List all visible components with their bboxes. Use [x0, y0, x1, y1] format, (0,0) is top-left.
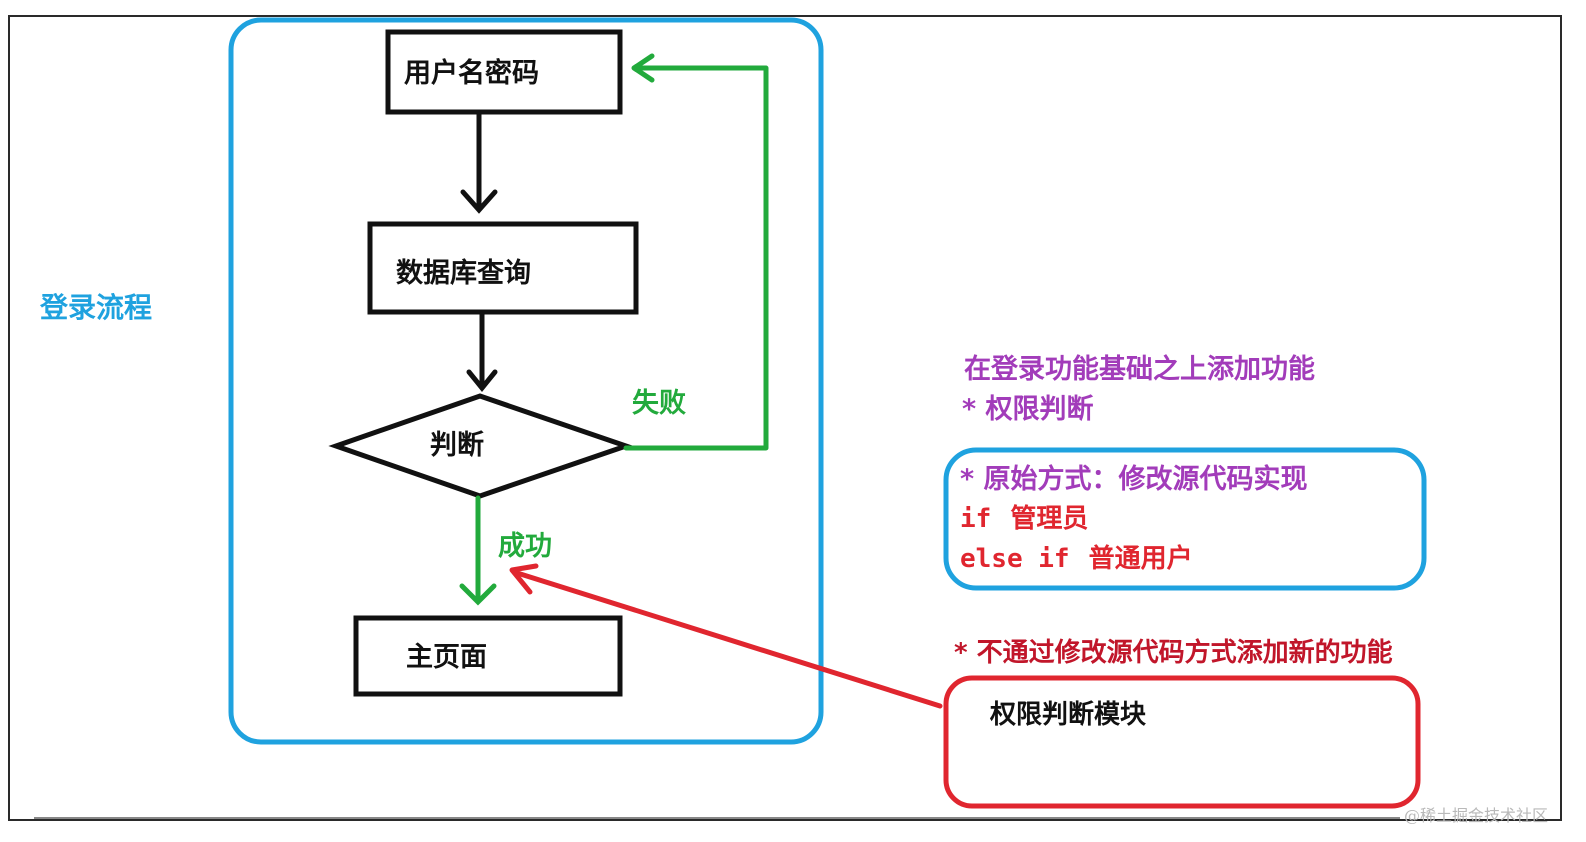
- original-approach-line2: if 管理员: [960, 506, 1088, 532]
- side-title: 登录流程: [40, 291, 153, 324]
- diagram-frame: [8, 15, 1562, 821]
- code-else-if: else if: [960, 544, 1070, 574]
- watermark: @稀土掘金技术社区: [1404, 806, 1549, 825]
- homepage-label: 主页面: [406, 642, 487, 673]
- username-password-box: [385, 29, 623, 115]
- username-password-label: 用户名密码: [404, 58, 539, 89]
- arrow-to-db-query: [460, 111, 498, 214]
- fail-loop-arrow: [623, 53, 769, 451]
- db-query-label: 数据库查询: [396, 258, 531, 289]
- arrow-to-judge: [466, 311, 498, 392]
- permission-module-label: 权限判断模块: [990, 700, 1147, 730]
- original-approach-line3: else if 普通用户: [960, 546, 1193, 572]
- module-insert-arrow: [509, 563, 943, 709]
- homepage-box: [353, 615, 623, 697]
- original-approach-box: [943, 447, 1427, 591]
- note-heading: 在登录功能基础之上添加功能: [964, 354, 1315, 385]
- fail-label: 失败: [632, 388, 686, 419]
- regular-user-text: 普通用户: [1088, 544, 1193, 574]
- judge-label: 判断: [430, 430, 484, 461]
- permission-module-box: [943, 675, 1421, 809]
- admin-text: 管理员: [1010, 504, 1089, 534]
- original-approach-line1: * 原始方式：修改源代码实现: [960, 464, 1308, 495]
- login-flow-container: [228, 17, 824, 745]
- success-arrow: [459, 495, 497, 606]
- new-way-heading: * 不通过修改源代码方式添加新的功能: [954, 638, 1393, 668]
- note-bullet: * 权限判断: [962, 394, 1094, 425]
- db-query-box: [367, 221, 639, 315]
- success-label: 成功: [498, 531, 552, 562]
- code-if: if: [960, 504, 992, 534]
